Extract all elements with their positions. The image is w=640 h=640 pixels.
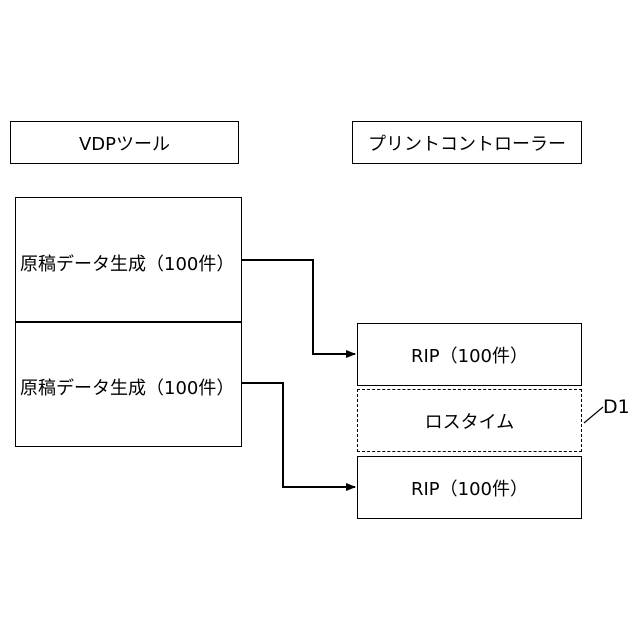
arrow-generation-1-to-rip-1: [242, 260, 355, 354]
arrow-generation-2-to-rip-2: [242, 383, 355, 487]
callout-d1-leader-line: [584, 407, 603, 423]
